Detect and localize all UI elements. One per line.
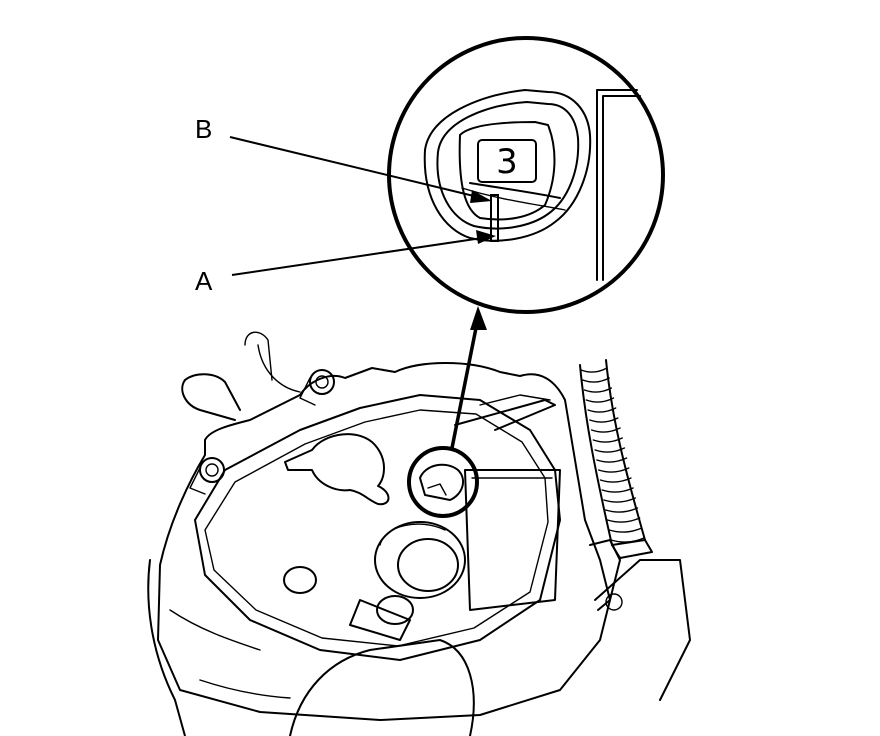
hose-rib bbox=[608, 527, 643, 533]
hose-rib bbox=[585, 397, 615, 403]
hose-rib bbox=[592, 437, 623, 443]
magnify-arrow bbox=[450, 306, 487, 449]
hose-rib bbox=[597, 467, 630, 473]
timing-window-circle bbox=[407, 446, 479, 518]
index-number: 3 bbox=[496, 142, 518, 182]
hose-rib bbox=[605, 507, 639, 513]
hose-rib bbox=[590, 427, 621, 433]
hose-rib bbox=[583, 387, 613, 393]
magnified-detail: 3 bbox=[387, 36, 665, 314]
timing-pointer bbox=[490, 194, 499, 242]
engine-housing bbox=[147, 331, 691, 736]
hose-rib bbox=[589, 417, 619, 423]
hose-rib bbox=[582, 377, 610, 383]
hose-rib bbox=[606, 517, 641, 523]
bolt-top bbox=[299, 369, 335, 406]
hose-rib bbox=[610, 537, 645, 543]
hose-rib bbox=[596, 457, 628, 463]
label-a: A bbox=[195, 266, 213, 296]
hose-rib bbox=[587, 407, 617, 413]
hose-rib bbox=[580, 367, 608, 373]
round-plug bbox=[374, 521, 466, 599]
index-number-box: 3 bbox=[477, 139, 537, 183]
bolt-left bbox=[189, 457, 225, 495]
hose-rib bbox=[601, 487, 634, 493]
hose-rib bbox=[603, 497, 636, 503]
leader-b bbox=[229, 136, 492, 203]
label-b: B bbox=[195, 114, 212, 144]
hose-rib bbox=[599, 477, 632, 483]
leader-a bbox=[231, 230, 496, 276]
hose-ribs bbox=[580, 367, 645, 543]
hose-rib bbox=[594, 447, 626, 453]
